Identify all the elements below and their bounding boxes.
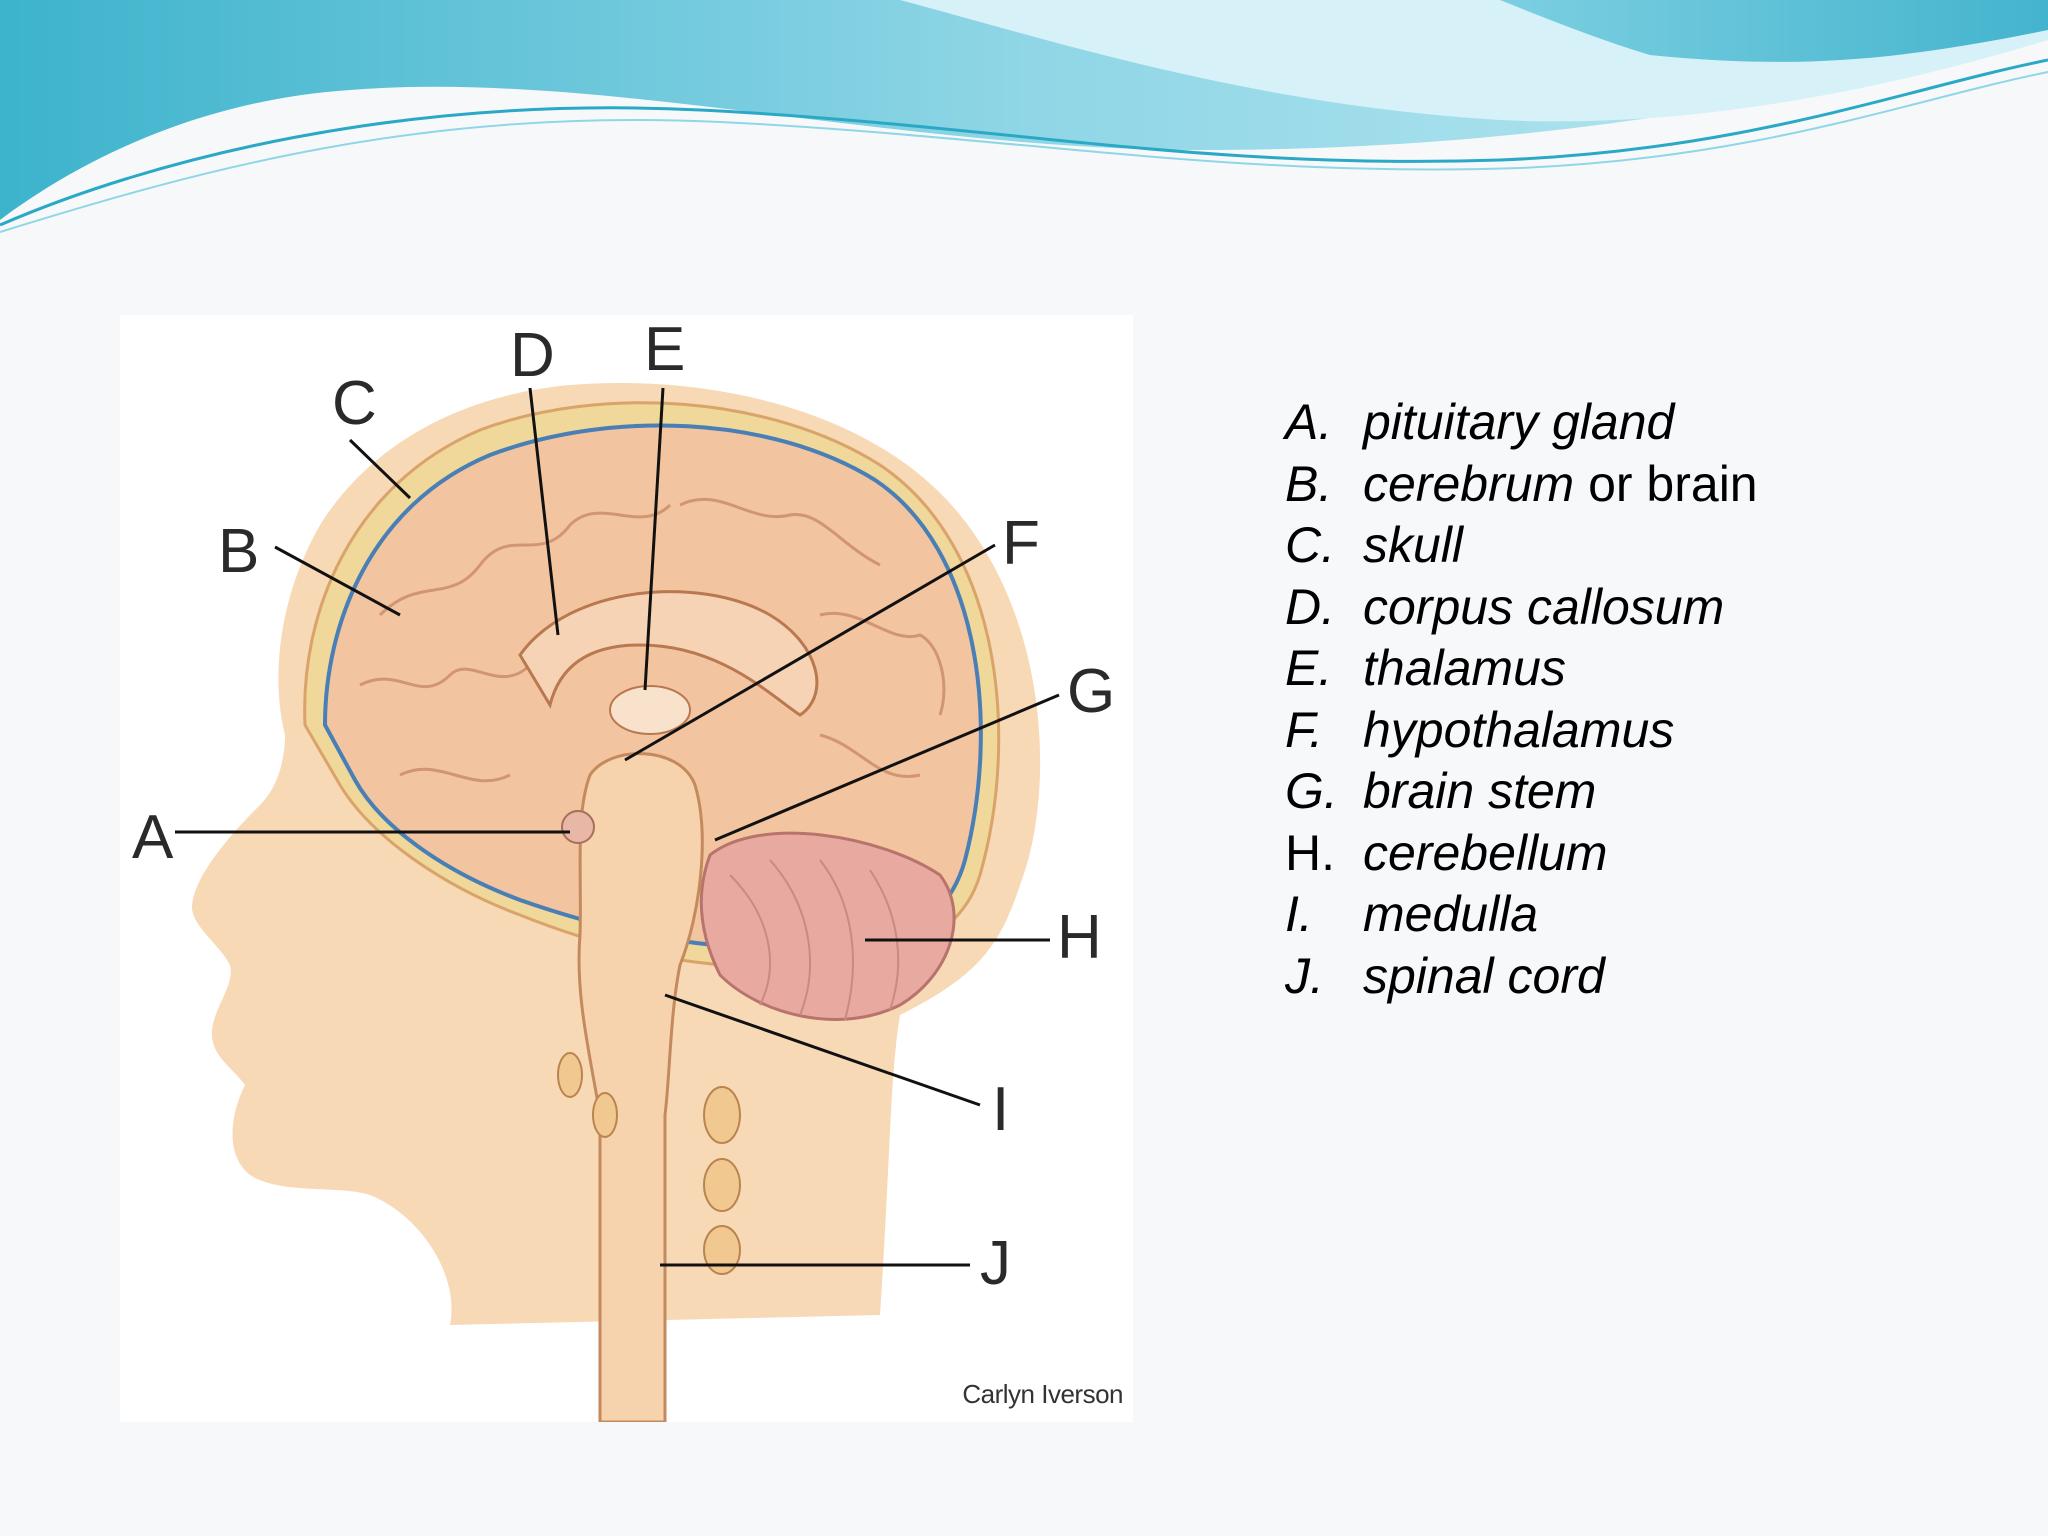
label-a: A (132, 803, 174, 872)
label-i: I (992, 1075, 1010, 1144)
thalamus-shape (609, 685, 691, 735)
legend-term: cerebellum (1363, 824, 1608, 881)
legend-letter: F. (1285, 701, 1323, 758)
cerebellum-folia (729, 859, 900, 1021)
legend-term-suffix: or brain (1574, 455, 1758, 512)
legend-letter: D. (1285, 578, 1335, 635)
legend-letter: G. (1285, 763, 1338, 819)
legend-item: J. spinal cord (1285, 946, 2005, 1008)
legend-letter: J. (1285, 947, 1324, 1004)
label-leader-lines (175, 387, 1060, 1267)
label-d: D (510, 321, 555, 390)
legend-term: corpus callosum (1363, 578, 1725, 635)
leader-e (643, 387, 665, 691)
label-h: H (1057, 903, 1102, 972)
label-g: G (1067, 657, 1116, 726)
vertebrae (557, 1052, 741, 1275)
legend-letter: H. (1285, 824, 1335, 881)
legend-item: C. skull (1285, 515, 2005, 577)
leader-f (624, 543, 996, 762)
cerebrum-folds (359, 497, 946, 783)
leader-i (664, 993, 981, 1107)
legend-item: D. corpus callosum (1285, 577, 2005, 639)
legend-term: brain stem (1363, 763, 1597, 819)
legend-term: cerebrum (1363, 455, 1575, 512)
pituitary-gland-shape (561, 810, 595, 844)
label-f: F (1002, 509, 1040, 578)
legend-item: H. cerebellum (1285, 823, 2005, 885)
legend-letter: C. (1285, 517, 1335, 573)
leader-b (274, 545, 401, 617)
brain-sagittal-diagram: A B C D E F G H I J Carlyn Iverson (120, 315, 1133, 1422)
legend-term: pituitary gland (1363, 394, 1675, 450)
legend-letter: E. (1285, 640, 1333, 696)
cerebellum-shape (699, 831, 956, 1021)
legend-item: F. hypothalamus (1285, 700, 2005, 762)
brainstem-shape (577, 752, 704, 1422)
legend-term: spinal cord (1363, 947, 1605, 1004)
leader-d (528, 387, 560, 636)
label-c: C (332, 369, 377, 438)
leader-g (714, 693, 1060, 842)
corpus-callosum-shape (518, 590, 819, 717)
legend-item: G. brain stem (1285, 761, 2005, 823)
leader-c (348, 438, 412, 500)
legend-letter: A. (1285, 394, 1333, 450)
legend-item: B. cerebrum or brain (1285, 454, 2005, 516)
legend-item: E. thalamus (1285, 638, 2005, 700)
legend-term: medulla (1363, 886, 1539, 942)
legend-item: A. pituitary gland (1285, 392, 2005, 454)
legend-term: skull (1363, 517, 1464, 573)
legend-term: thalamus (1363, 640, 1566, 696)
label-b: B (218, 517, 260, 586)
legend-letter: B. (1285, 455, 1333, 512)
header-wave-decoration (0, 0, 2048, 233)
legend-term: hypothalamus (1363, 701, 1675, 758)
legend-letter: I. (1285, 886, 1313, 942)
illustration-credit: Carlyn Iverson (962, 1379, 1123, 1409)
label-e: E (644, 315, 686, 384)
label-j: J (980, 1229, 1011, 1298)
head-cross-section-illustration (175, 383, 1060, 1422)
legend-item: I. medulla (1285, 884, 2005, 946)
